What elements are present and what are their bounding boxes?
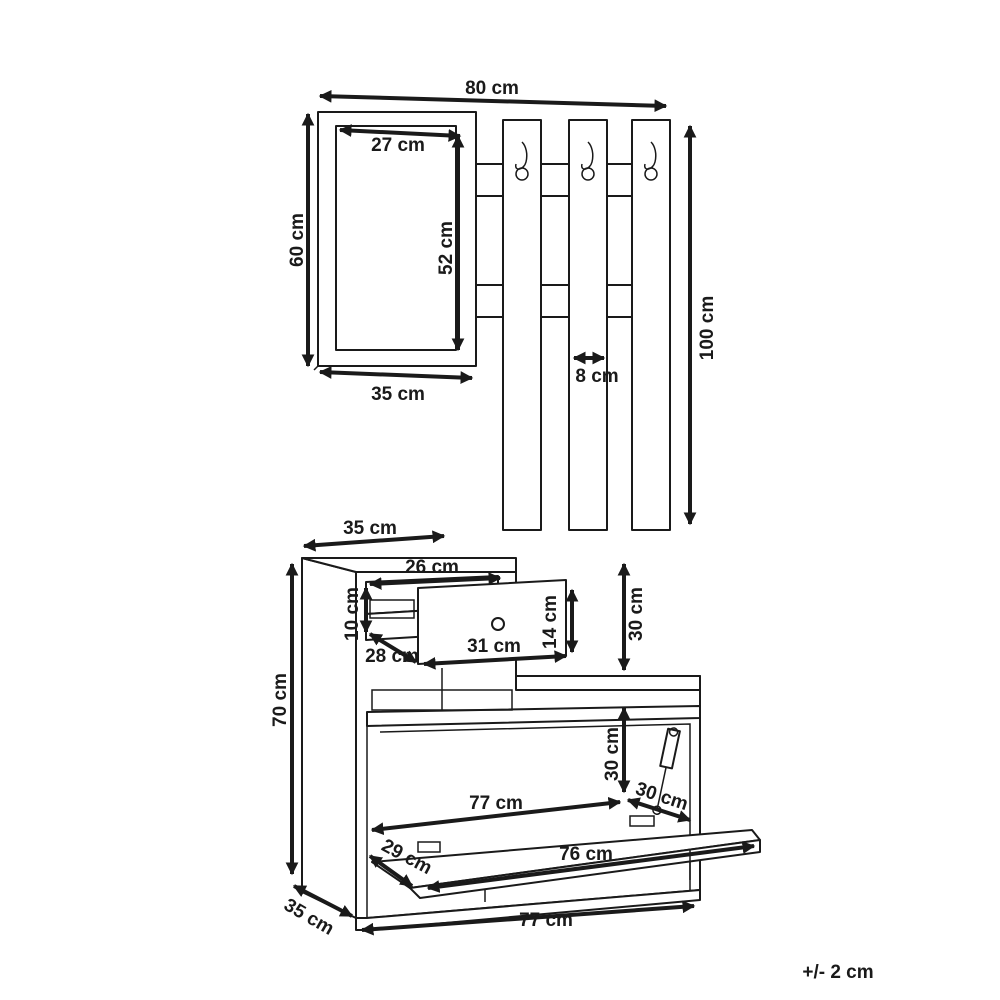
label-mirror-height: 60 cm (287, 213, 308, 267)
label-mirror-inner-height: 52 cm (436, 221, 457, 275)
drawer-knob-icon (491, 617, 505, 631)
rack-slat-middle (568, 119, 608, 531)
label-flap-width: 76 cm (559, 844, 613, 865)
label-flap-opening-height: 30 cm (602, 727, 623, 781)
label-drawer-front-width: 31 cm (467, 636, 521, 657)
label-mirror-width: 35 cm (371, 384, 425, 405)
label-slat-width: 8 cm (575, 366, 618, 387)
coat-hook-icon (515, 141, 529, 181)
dimension-lines (285, 89, 756, 936)
shelf (366, 705, 701, 727)
label-drawer-width: 26 cm (405, 557, 459, 578)
label-drawer-side-height: 10 cm (342, 587, 363, 641)
label-top-width: 80 cm (465, 78, 519, 99)
label-rack-height: 100 cm (697, 296, 718, 360)
label-upper-tower-height: 30 cm (626, 587, 647, 641)
coat-hook-icon (644, 141, 658, 181)
mirror (313, 111, 477, 371)
label-cabinet-top-depth: 35 cm (343, 518, 397, 539)
rack-slat-right (631, 119, 671, 531)
tolerance-note: +/- 2 cm (802, 962, 873, 983)
label-mirror-inner-width: 27 cm (371, 135, 425, 156)
label-drawer-depth: 28 cm (365, 646, 419, 667)
label-drawer-front-height: 14 cm (540, 595, 561, 649)
rack-slat-left (502, 119, 542, 531)
label-inner-width: 77 cm (469, 793, 523, 814)
gas-strut (652, 727, 681, 815)
label-cabinet-height: 70 cm (270, 673, 291, 727)
label-base-width: 77 cm (519, 910, 573, 931)
coat-hook-icon (581, 141, 595, 181)
coat-rack (475, 119, 671, 531)
